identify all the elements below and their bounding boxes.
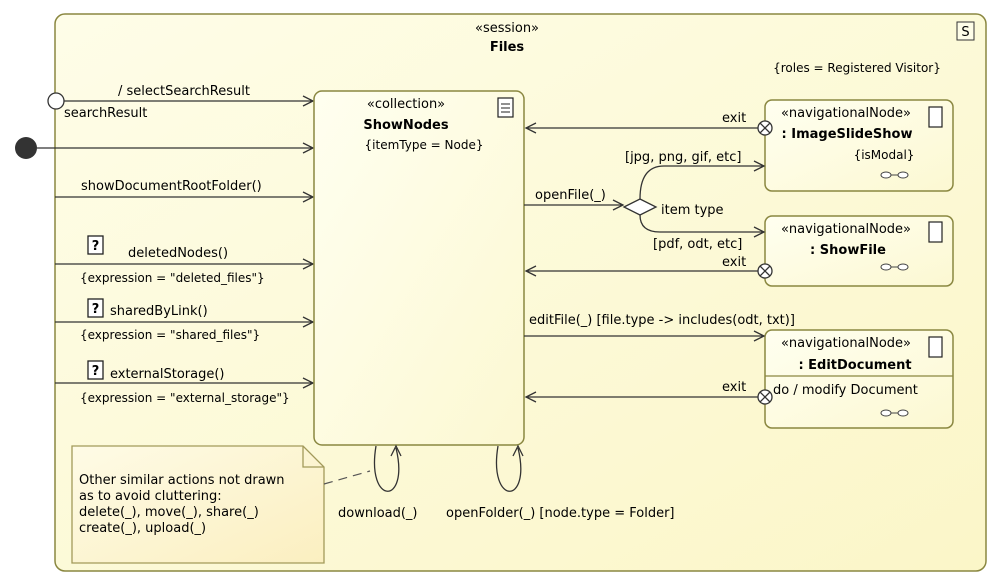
documents-branch-arrowhead [753, 226, 766, 238]
open-folder-label: openFolder(_) [node.type = Folder] [446, 506, 674, 521]
show-file-name: : ShowFile [810, 243, 886, 258]
edit-document-node [764, 329, 954, 429]
note-line-2: as to avoid cluttering: [79, 489, 222, 504]
download-self-loop-arrowhead [390, 444, 402, 457]
edit-file-label: editFile(_) [file.type -> includes(odt, … [529, 313, 795, 328]
initial-pin [15, 137, 37, 159]
edit-document-node-icon [928, 336, 943, 358]
image-slideshow-node-icon [928, 106, 943, 128]
note-line-3: delete(_), move(_), share(_) [79, 505, 259, 520]
documents-guard-label: [pdf, odt, etc] [653, 237, 742, 252]
deleted-nodes-arrowhead [302, 258, 315, 270]
image-slideshow-tag: {isModal} [854, 148, 915, 162]
download-label: download(_) [338, 506, 418, 521]
image-slideshow-node [764, 99, 954, 192]
note-corner-fold [302, 446, 324, 468]
download-self-loop [373, 445, 400, 492]
search-result-arrowhead [302, 95, 315, 107]
shared-by-link-expression: {expression = "shared_files"} [80, 328, 260, 342]
select-search-result-label: / selectSearchResult [118, 84, 250, 99]
show-nodes-collection [313, 90, 525, 446]
initial-arrowhead [302, 142, 315, 154]
note-box [71, 445, 325, 564]
deleted-nodes-question-icon: ? [87, 235, 104, 255]
image-slideshow-name: : ImageSlideShow [782, 127, 913, 142]
edit-document-exit-label: exit [722, 380, 746, 395]
note-anchor-line [323, 470, 371, 485]
edit-document-exit-arrowhead [524, 391, 537, 403]
external-storage-question-mark: ? [92, 364, 100, 379]
edit-document-name: : EditDocument [798, 358, 911, 373]
edit-document-action: do / modify Document [773, 383, 918, 398]
session-roles: {roles = Registered Visitor} [773, 61, 941, 75]
image-slideshow-exit-point [757, 120, 773, 136]
collection-name: ShowNodes [363, 118, 448, 133]
edit-document-exit-point [757, 389, 773, 405]
image-slideshow-stereotype: «navigationalNode» [781, 106, 911, 121]
shared-by-link-question-mark: ? [92, 302, 100, 317]
note-line-1: Other similar actions not drawn [79, 473, 285, 488]
external-storage-expression: {expression = "external_storage"} [80, 391, 290, 405]
open-folder-self-loop [495, 445, 522, 492]
session-icon: S [956, 21, 975, 41]
show-file-exit-label: exit [722, 255, 746, 270]
images-guard-label: [jpg, png, gif, etc] [625, 150, 741, 165]
image-slideshow-link-icon [880, 171, 909, 179]
session-stereotype: «session» [475, 21, 539, 36]
image-slideshow-exit-arrowhead [524, 122, 537, 134]
shared-by-link-label: sharedByLink() [110, 304, 208, 319]
show-root-label: showDocumentRootFolder() [81, 179, 262, 194]
collection-list-icon [497, 97, 514, 118]
show-file-stereotype: «navigationalNode» [781, 222, 911, 237]
search-result-pin [47, 92, 65, 110]
session-icon-letter: S [961, 25, 969, 40]
show-file-link-icon [880, 263, 909, 271]
deleted-nodes-question-mark: ? [92, 239, 100, 254]
session-name: Files [490, 40, 525, 55]
show-file-node-icon [928, 221, 943, 243]
shared-by-link-arrowhead [302, 316, 315, 328]
external-storage-question-icon: ? [87, 360, 104, 380]
documents-branch-line [639, 214, 764, 233]
external-storage-arrowhead [302, 377, 315, 389]
show-file-exit-arrowhead [524, 265, 537, 277]
external-storage-label: externalStorage() [110, 367, 225, 382]
shared-by-link-question-icon: ? [87, 298, 104, 318]
images-branch-line [639, 165, 764, 200]
show-root-arrowhead [302, 191, 315, 203]
images-branch-arrowhead [753, 160, 766, 172]
show-file-exit-point [757, 263, 773, 279]
image-slideshow-exit-label: exit [722, 111, 746, 126]
deleted-nodes-expression: {expression = "deleted_files"} [80, 271, 265, 285]
collection-tag: {itemType = Node} [365, 138, 484, 152]
deleted-nodes-label: deletedNodes() [128, 246, 228, 261]
edit-document-stereotype: «navigationalNode» [781, 336, 911, 351]
item-type-decision [622, 198, 658, 216]
open-folder-self-loop-arrowhead [512, 444, 524, 457]
collection-stereotype: «collection» [367, 97, 445, 112]
edit-file-arrowhead [753, 330, 766, 342]
item-type-label: item type [661, 203, 724, 218]
open-file-label: openFile(_) [535, 188, 606, 203]
search-result-label: searchResult [64, 106, 147, 121]
edit-document-link-icon [880, 409, 909, 417]
note-line-4: create(_), upload(_) [79, 521, 206, 536]
open-file-arrowhead [612, 199, 625, 211]
